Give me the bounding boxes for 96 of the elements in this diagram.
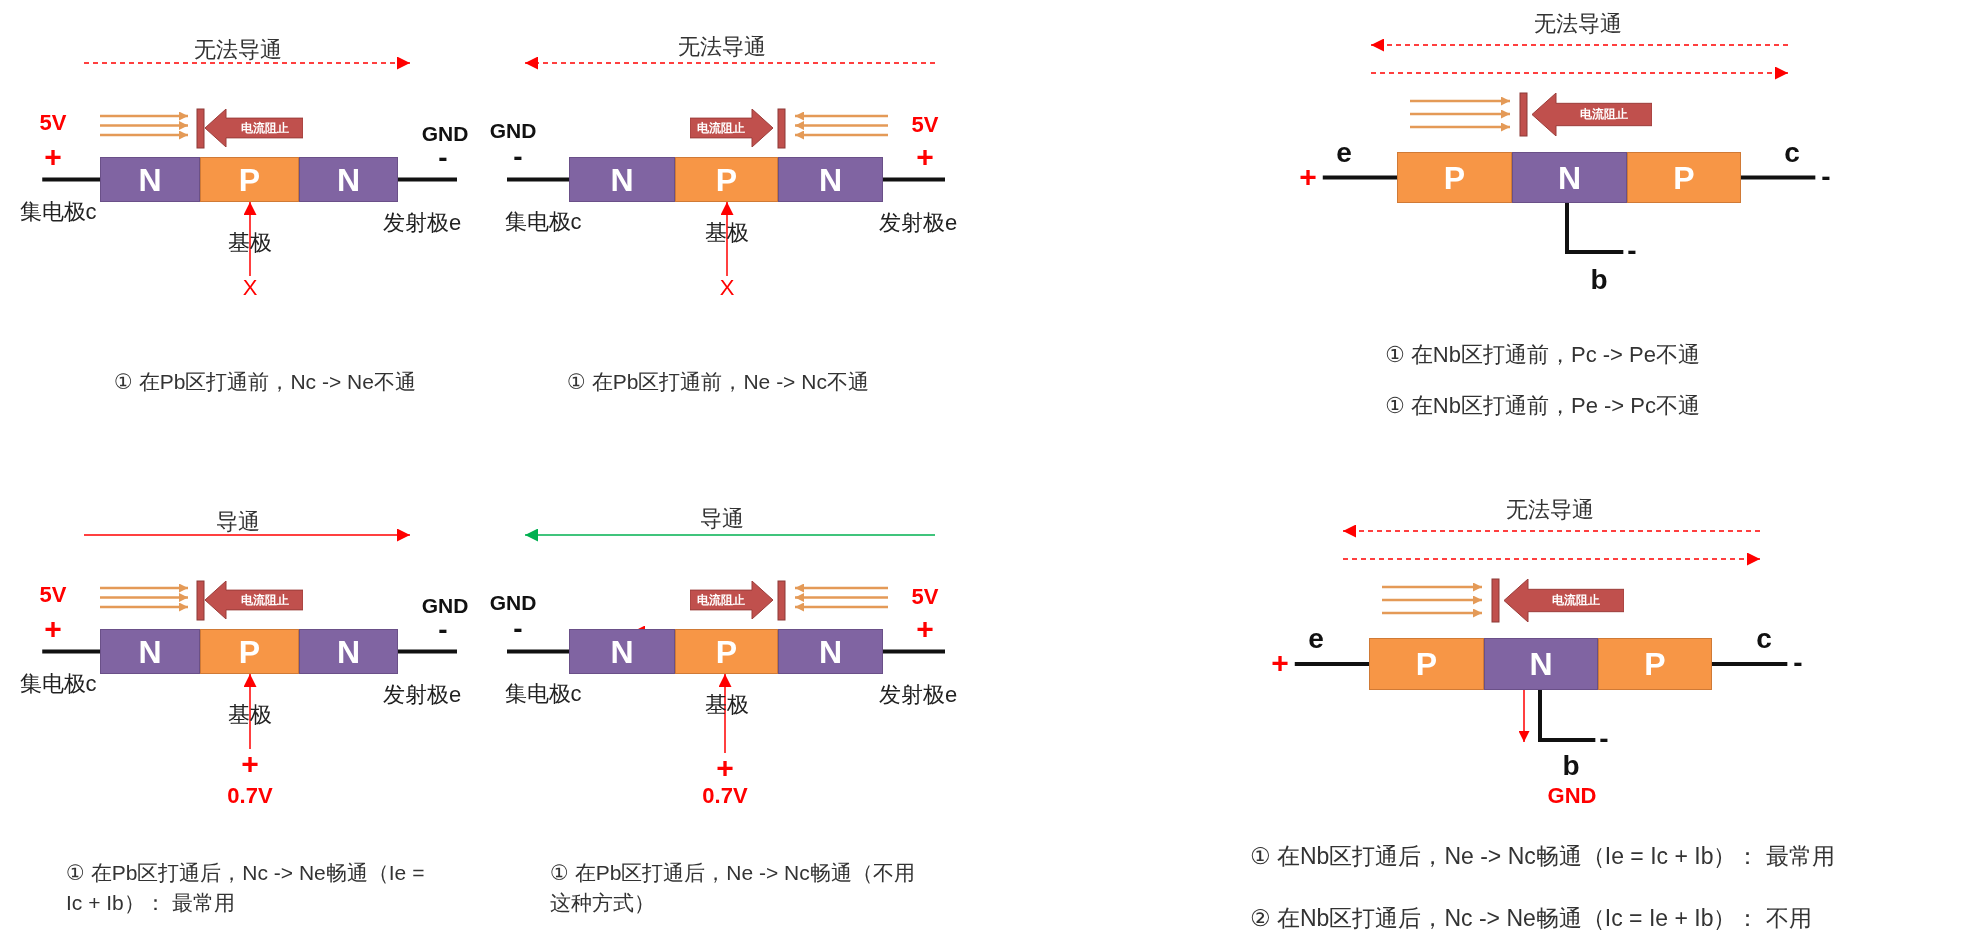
arrow xyxy=(718,673,732,754)
caption: ① 在Nb区打通后，Ne -> Nc畅通（Ie = Ic + Ib）： 最常用 xyxy=(1250,844,1835,868)
semiconductor-region: N xyxy=(100,157,200,202)
semiconductor-region: P xyxy=(200,629,299,674)
caption: ① 在Nb区打通前，Pc -> Pe不通 xyxy=(1385,344,1700,366)
semiconductor-region: N xyxy=(1484,638,1598,690)
minus-sign: - xyxy=(1821,163,1831,191)
minus-sign: - xyxy=(438,144,448,172)
blocking-sign: 电流阻止 xyxy=(690,109,773,147)
semiconductor-region: N xyxy=(778,157,883,202)
wire xyxy=(883,177,945,182)
voltage-label: 5V xyxy=(39,112,67,134)
blocking-sign: 电流阻止 xyxy=(1504,578,1624,622)
terminal-label: 发射极e xyxy=(878,212,958,234)
terminal-letter: c xyxy=(1784,139,1800,167)
conduction-label: 无法导通 xyxy=(194,39,282,61)
plus-sign: + xyxy=(916,614,934,644)
voltage-label: 0.7V xyxy=(702,785,748,807)
ground-label: GND xyxy=(489,119,537,141)
semiconductor-region: P xyxy=(675,157,778,202)
voltage-label: 0.7V xyxy=(227,785,273,807)
wire xyxy=(1741,175,1816,180)
wire xyxy=(398,649,457,654)
terminal-label: 发射极e xyxy=(382,684,462,706)
semiconductor-region: P xyxy=(200,157,299,202)
terminal-letter: c xyxy=(1756,625,1772,653)
voltage-label: 5V xyxy=(39,584,67,606)
terminal-label: 集电极c xyxy=(504,683,582,705)
wire xyxy=(1294,662,1369,666)
caption: ① 在Nb区打通前，Pe -> Pc不通 xyxy=(1385,395,1700,417)
ground-label: GND xyxy=(421,122,469,144)
minus-sign: - xyxy=(438,616,448,644)
semiconductor-region: P xyxy=(675,629,778,674)
terminal-label: 集电极c xyxy=(19,673,97,695)
blocking-sign: 电流阻止 xyxy=(690,581,773,619)
semiconductor-region: P xyxy=(1598,638,1712,690)
terminal-label: X xyxy=(242,277,258,299)
minus-sign: - xyxy=(513,143,523,171)
terminal-label: 集电极c xyxy=(19,201,97,223)
conduction-label: 无法导通 xyxy=(678,36,766,58)
blocking-sign: 电流阻止 xyxy=(205,581,303,619)
terminal-label: 发射极e xyxy=(382,212,462,234)
plus-sign: + xyxy=(1299,162,1317,192)
plus-sign: + xyxy=(241,749,259,779)
conduction-label: 无法导通 xyxy=(1506,499,1594,521)
plus-sign: + xyxy=(1271,648,1289,678)
wire xyxy=(507,649,569,654)
plus-sign: + xyxy=(916,142,934,172)
semiconductor-region: N xyxy=(569,157,675,202)
ground-label: GND xyxy=(1547,785,1597,807)
minus-sign: - xyxy=(1599,725,1609,753)
terminal-letter: b xyxy=(1562,752,1580,780)
terminal-label: X xyxy=(719,277,735,299)
plus-sign: + xyxy=(44,142,62,172)
terminal-letter: e xyxy=(1308,625,1324,653)
ground-label: GND xyxy=(421,594,469,616)
caption: ① 在Pb区打通前，Ne -> Nc不通 xyxy=(567,370,869,392)
voltage-label: 5V xyxy=(911,114,939,136)
plus-sign: + xyxy=(716,753,734,783)
terminal-letter: e xyxy=(1336,139,1352,167)
terminal-label: 发射极e xyxy=(878,684,958,706)
conduction-label: 导通 xyxy=(700,508,744,530)
conduction-label: 导通 xyxy=(216,511,260,533)
minus-sign: - xyxy=(1793,649,1803,677)
wire xyxy=(1538,690,1596,742)
caption: ① 在Pb区打通后，Nc -> Ne畅通（Ie = Ic + Ib）： 最常用 xyxy=(66,860,426,917)
minus-sign: - xyxy=(1627,237,1637,265)
blocking-sign: 电流阻止 xyxy=(205,109,303,147)
wire xyxy=(507,177,569,182)
wire xyxy=(398,177,457,182)
wire xyxy=(1565,203,1624,254)
semiconductor-region: P xyxy=(1627,152,1741,203)
conduction-label: 无法导通 xyxy=(1534,13,1622,35)
minus-sign: - xyxy=(513,615,523,643)
terminal-label: 集电极c xyxy=(504,211,582,233)
wire xyxy=(42,177,100,182)
semiconductor-region: N xyxy=(299,157,398,202)
ground-label: GND xyxy=(489,591,537,613)
wire xyxy=(42,649,100,654)
caption: ① 在Pb区打通后，Ne -> Nc畅通（不用这种方式） xyxy=(550,860,916,917)
semiconductor-region: N xyxy=(569,629,675,674)
plus-sign: + xyxy=(44,614,62,644)
semiconductor-region: N xyxy=(778,629,883,674)
semiconductor-region: P xyxy=(1369,638,1484,690)
caption: ② 在Nb区打通后，Nc -> Ne畅通（Ic = Ie + Ib）： 不用 xyxy=(1250,906,1812,930)
wire xyxy=(1712,662,1788,666)
semiconductor-region: N xyxy=(100,629,200,674)
caption: ① 在Pb区打通前，Nc -> Ne不通 xyxy=(114,370,416,392)
voltage-label: 5V xyxy=(911,586,939,608)
semiconductor-region: P xyxy=(1397,152,1512,203)
terminal-letter: b xyxy=(1590,266,1608,294)
semiconductor-region: N xyxy=(1512,152,1627,203)
wire xyxy=(1322,175,1397,180)
blocking-sign: 电流阻止 xyxy=(1532,92,1652,136)
wire xyxy=(883,649,945,654)
semiconductor-region: N xyxy=(299,629,398,674)
